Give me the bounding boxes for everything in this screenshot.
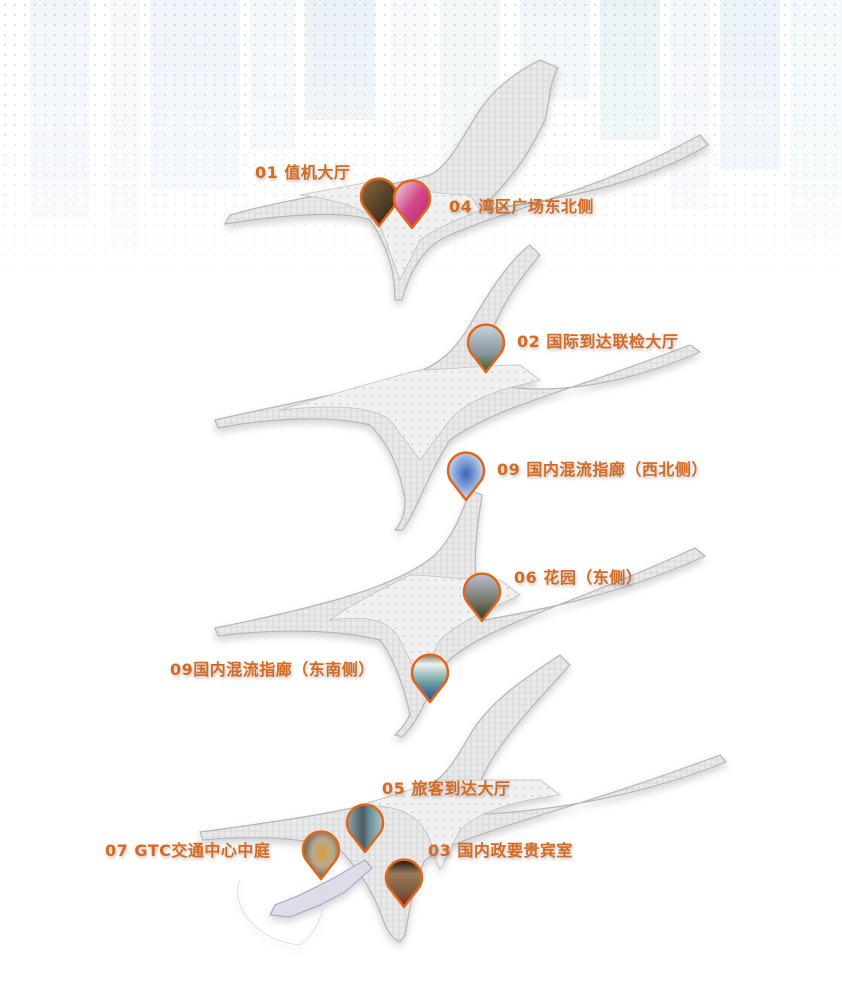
map-pin-06[interactable] bbox=[462, 571, 502, 623]
map-pin-09-southeast[interactable] bbox=[410, 652, 450, 704]
map-pin-04[interactable] bbox=[392, 178, 432, 230]
location-pin-icon bbox=[392, 179, 432, 230]
floor-3-plan bbox=[214, 489, 707, 738]
location-label-07: 07 GTC交通中心中庭 bbox=[105, 841, 271, 860]
location-label-01: 01 值机大厅 bbox=[255, 163, 351, 182]
location-pin-icon bbox=[462, 572, 502, 623]
location-label-06: 06 花园（东侧） bbox=[514, 568, 643, 587]
location-label-04: 04 湾区广场东北侧 bbox=[449, 197, 594, 216]
location-label-05: 05 旅客到达大厅 bbox=[382, 779, 511, 798]
decorative-background bbox=[0, 0, 842, 300]
location-pin-icon bbox=[301, 830, 341, 881]
map-pin-07[interactable] bbox=[301, 829, 341, 881]
floor-4-plan bbox=[199, 654, 728, 946]
map-pin-09-northwest[interactable] bbox=[446, 450, 486, 502]
location-pin-icon bbox=[446, 451, 486, 502]
map-pin-03[interactable] bbox=[384, 857, 424, 909]
location-pin-icon bbox=[384, 858, 424, 909]
location-pin-icon bbox=[410, 653, 450, 704]
location-label-02: 02 国际到达联检大厅 bbox=[517, 332, 679, 351]
location-pin-icon bbox=[466, 323, 506, 374]
map-pin-02[interactable] bbox=[466, 322, 506, 374]
location-pin-icon bbox=[345, 803, 385, 854]
location-label-09-northwest: 09 国内混流指廊（西北侧） bbox=[497, 460, 708, 479]
map-pin-05[interactable] bbox=[345, 802, 385, 854]
location-label-09-southeast: 09国内混流指廊（东南侧） bbox=[170, 660, 375, 679]
location-label-03: 03 国内政要贵宾室 bbox=[428, 841, 573, 860]
